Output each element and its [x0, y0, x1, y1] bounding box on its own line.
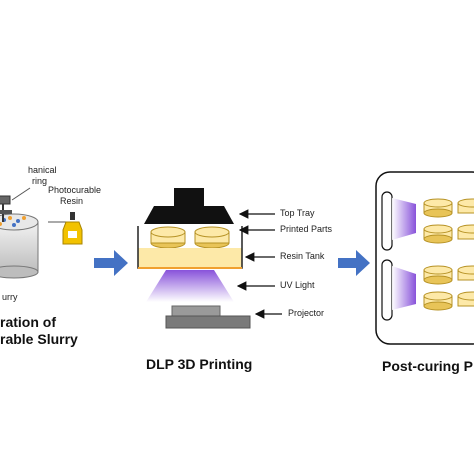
mixing-label-line2: ring [32, 176, 48, 186]
mechanical-stirrer [0, 195, 12, 222]
callout-uv-light: UV Light [280, 280, 315, 290]
resin-tank [137, 226, 243, 269]
printed-parts [150, 226, 230, 249]
stage1-title-line2: rable Slurry [0, 331, 78, 347]
process-arrow-2 [338, 250, 370, 276]
callout-arrows [236, 209, 282, 319]
callout-top-tray: Top Tray [280, 208, 315, 218]
projector [165, 305, 251, 329]
callout-resin-tank: Resin Tank [280, 251, 325, 261]
stage2-title: DLP 3D Printing [146, 356, 253, 372]
process-arrow-1 [94, 250, 128, 276]
curing-parts [423, 198, 474, 311]
stage1-title-line1: ration of [0, 314, 56, 330]
mixing-label-line1: hanical [28, 165, 57, 175]
resin-label-line2: Resin [60, 196, 84, 206]
resin-label-line1: Photocurable [48, 185, 102, 195]
uv-light-beam [146, 270, 234, 302]
callout-projector: Projector [288, 308, 325, 318]
stirrer-callout-line [11, 187, 31, 201]
callout-printed-parts: Printed Parts [280, 224, 333, 234]
slurry-label: urry [2, 292, 18, 302]
mixing-beaker [0, 213, 39, 279]
top-tray [144, 188, 234, 224]
uv-lamps [381, 191, 416, 321]
resin-bottle [62, 212, 83, 245]
stage3-title: Post-curing P [382, 358, 474, 374]
